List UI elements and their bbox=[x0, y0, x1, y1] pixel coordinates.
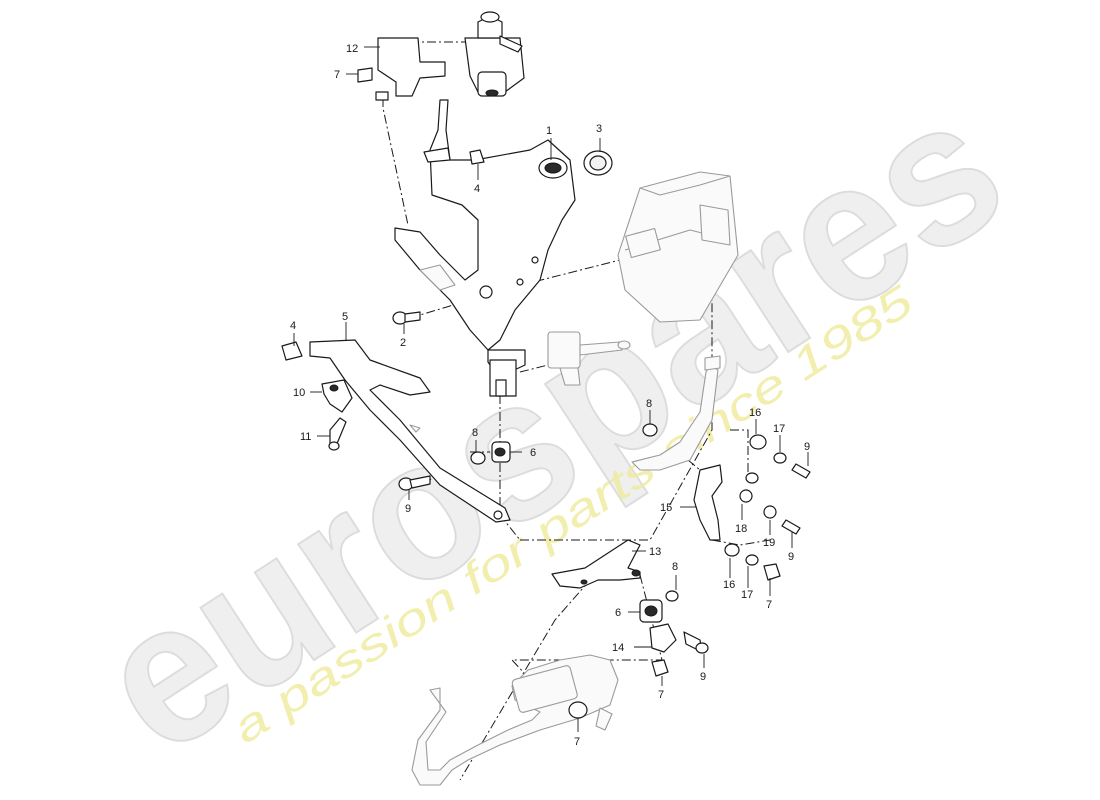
callout-18: 18 bbox=[735, 523, 747, 535]
callout-8: 8 bbox=[646, 398, 652, 410]
hose-lower bbox=[411, 654, 619, 786]
callout-labels: 1 3 12 7 4 2 4 5 10 11 8 6 9 8 16 17 9 1… bbox=[290, 43, 810, 748]
callout-6: 6 bbox=[530, 447, 536, 459]
callout-9: 9 bbox=[788, 551, 794, 563]
callout-5: 5 bbox=[342, 311, 348, 323]
screw-11 bbox=[328, 417, 347, 451]
bolt-2 bbox=[392, 311, 421, 325]
callout-15: 15 bbox=[660, 502, 672, 514]
callout-8: 8 bbox=[472, 427, 478, 439]
nut-8-lower bbox=[665, 590, 679, 602]
callout-19: 19 bbox=[763, 537, 775, 549]
bracket-14 bbox=[649, 623, 677, 653]
callout-1: 1 bbox=[546, 125, 552, 137]
bolt-9-left bbox=[398, 475, 431, 491]
hose-upper bbox=[631, 355, 721, 471]
bracket-13 bbox=[551, 539, 641, 589]
callout-9: 9 bbox=[700, 671, 706, 683]
callout-3: 3 bbox=[596, 123, 602, 135]
leader-lines bbox=[293, 46, 809, 732]
mount-6-center bbox=[491, 441, 511, 463]
callout-9: 9 bbox=[405, 503, 411, 515]
callout-7: 7 bbox=[658, 689, 664, 701]
mount-6-lower bbox=[639, 599, 663, 623]
callout-7: 7 bbox=[574, 736, 580, 748]
callout-2: 2 bbox=[400, 337, 406, 349]
callout-16: 16 bbox=[723, 579, 735, 591]
callout-11: 11 bbox=[300, 431, 311, 443]
callout-7: 7 bbox=[334, 69, 340, 81]
bolt-9-lower bbox=[683, 631, 709, 654]
clip-7-top bbox=[357, 67, 389, 101]
long-bracket-5 bbox=[309, 339, 511, 523]
clamp-10 bbox=[321, 379, 353, 413]
callout-14: 14 bbox=[612, 642, 624, 654]
clip-4-left bbox=[281, 341, 303, 361]
nut-8-center bbox=[470, 451, 486, 465]
callout-12: 12 bbox=[346, 43, 358, 55]
callout-6: 6 bbox=[615, 607, 621, 619]
callout-17: 17 bbox=[773, 423, 785, 435]
callout-16: 16 bbox=[749, 407, 761, 419]
callout-4: 4 bbox=[290, 320, 296, 332]
nut-7-lower bbox=[651, 659, 669, 677]
callout-17: 17 bbox=[741, 589, 753, 601]
callout-10: 10 bbox=[293, 387, 305, 399]
callout-9: 9 bbox=[804, 441, 810, 453]
control-unit bbox=[617, 171, 739, 323]
right-fasteners bbox=[642, 423, 811, 581]
callout-13: 13 bbox=[649, 546, 661, 558]
clip-4-top bbox=[469, 149, 485, 165]
callout-4: 4 bbox=[474, 183, 480, 195]
bracket-15 bbox=[693, 464, 723, 541]
small-valve bbox=[547, 331, 631, 386]
callout-7: 7 bbox=[766, 599, 772, 611]
grommet-1 bbox=[538, 157, 568, 179]
callout-8: 8 bbox=[672, 561, 678, 573]
grommet-3 bbox=[583, 150, 613, 176]
main-bracket bbox=[394, 99, 576, 397]
valve-assembly-12 bbox=[377, 11, 525, 97]
